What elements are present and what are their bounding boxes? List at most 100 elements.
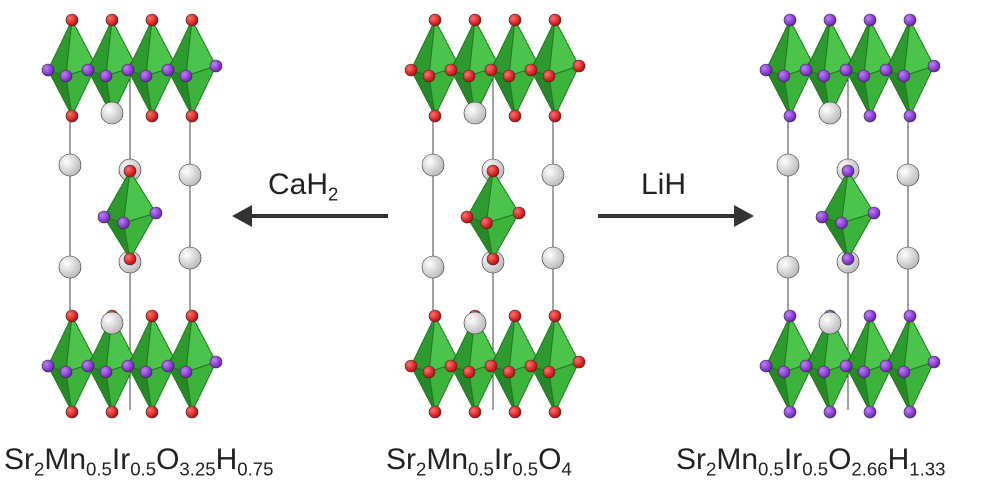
apical-anion	[65, 405, 79, 419]
apical-anion	[508, 13, 522, 27]
octahedron-face	[65, 65, 97, 118]
equatorial-anion	[209, 355, 223, 369]
apical-anion	[863, 109, 877, 123]
equatorial-anion	[512, 206, 526, 220]
equatorial-anion	[121, 359, 135, 373]
equatorial-anion	[524, 359, 538, 373]
equatorial-anion	[839, 359, 853, 373]
octahedron-face	[508, 361, 540, 414]
equatorial-anion	[404, 63, 418, 77]
apical-anion	[185, 405, 199, 419]
sr-atom	[100, 101, 124, 125]
equatorial-anion	[59, 69, 73, 83]
equatorial-anion	[161, 63, 175, 77]
equatorial-anion	[209, 59, 223, 73]
equatorial-anion	[502, 69, 516, 83]
sr-atom	[463, 311, 487, 335]
equatorial-anion	[99, 69, 113, 83]
octahedron-face	[65, 361, 97, 414]
sr-atom	[776, 255, 800, 279]
equatorial-anion	[857, 365, 871, 379]
formula-left: Sr2Mn0.5Ir0.5O3.25H0.75	[4, 443, 274, 480]
equatorial-anion	[542, 69, 556, 83]
sr-atom	[58, 153, 82, 177]
apical-anion	[65, 13, 79, 27]
structure-center	[404, 13, 586, 419]
equatorial-anion	[502, 365, 516, 379]
apical-anion	[903, 13, 917, 27]
apical-anion	[548, 109, 562, 123]
sr-atom	[178, 163, 202, 187]
octahedron-face	[485, 212, 521, 261]
octahedron-face	[548, 361, 580, 414]
apical-anion	[508, 405, 522, 419]
apical-anion	[823, 13, 837, 27]
apical-anion	[508, 109, 522, 123]
equatorial-anion	[121, 63, 135, 77]
sr-atom	[463, 101, 487, 125]
equatorial-anion	[404, 359, 418, 373]
apical-anion	[783, 109, 797, 123]
apical-anion	[123, 164, 137, 178]
sr-atom	[421, 153, 445, 177]
equatorial-anion	[444, 63, 458, 77]
apical-anion	[123, 252, 137, 266]
equatorial-anion	[759, 63, 773, 77]
apical-anion	[185, 13, 199, 27]
octahedron-face	[840, 212, 876, 261]
equatorial-anion	[777, 69, 791, 83]
equatorial-anion	[524, 63, 538, 77]
apical-anion	[65, 109, 79, 123]
octahedron-face	[145, 361, 177, 414]
apical-anion	[783, 405, 797, 419]
equatorial-anion	[927, 59, 941, 73]
apical-anion	[783, 13, 797, 27]
equatorial-anion	[542, 365, 556, 379]
equatorial-anion	[817, 365, 831, 379]
equatorial-anion	[161, 359, 175, 373]
equatorial-anion	[484, 359, 498, 373]
arrow-lih	[598, 205, 754, 227]
octahedron-face	[863, 65, 895, 118]
equatorial-anion	[179, 69, 193, 83]
apical-anion	[863, 309, 877, 323]
equatorial-anion	[444, 359, 458, 373]
equatorial-anion	[572, 355, 586, 369]
equatorial-anion	[422, 365, 436, 379]
equatorial-anion	[99, 365, 113, 379]
octahedron-face	[185, 65, 217, 118]
equatorial-anion	[117, 216, 130, 230]
apical-anion	[185, 309, 199, 323]
octahedron-face	[508, 65, 540, 118]
structure-left	[41, 13, 223, 419]
apical-anion	[185, 109, 199, 123]
equatorial-anion	[462, 365, 476, 379]
sr-atom	[541, 163, 565, 187]
apical-anion	[105, 13, 119, 27]
apical-anion	[428, 109, 442, 123]
apical-anion	[145, 309, 159, 323]
equatorial-anion	[460, 210, 474, 224]
octahedron-face	[105, 361, 137, 414]
equatorial-anion	[59, 365, 73, 379]
apical-anion	[65, 309, 79, 323]
sr-atom	[421, 255, 445, 279]
apical-anion	[468, 13, 482, 27]
apical-anion	[823, 405, 837, 419]
equatorial-anion	[879, 359, 893, 373]
equatorial-anion	[867, 206, 881, 220]
apical-anion	[486, 252, 500, 266]
equatorial-anion	[897, 365, 911, 379]
equatorial-anion	[835, 216, 848, 230]
formula-center: Sr2Mn0.5Ir0.5O4	[386, 443, 572, 480]
apical-anion	[903, 309, 917, 323]
equatorial-anion	[799, 359, 813, 373]
equatorial-anion	[777, 365, 791, 379]
apical-anion	[428, 13, 442, 27]
apical-anion	[783, 309, 797, 323]
arrow-cah2	[232, 205, 388, 227]
equatorial-anion	[817, 69, 831, 83]
equatorial-anion	[97, 210, 111, 224]
apical-anion	[863, 13, 877, 27]
